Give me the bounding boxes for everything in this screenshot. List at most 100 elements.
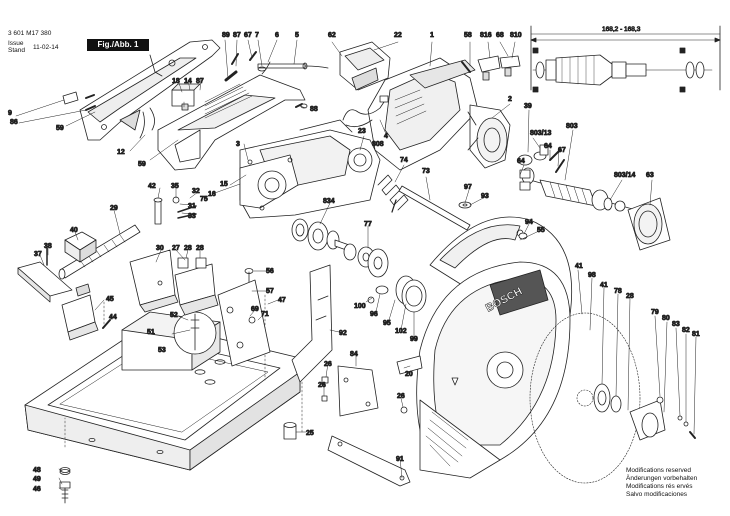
callout-58: 58 [464,32,472,39]
bolt-48-46 [59,467,71,504]
callout-92: 92 [339,330,347,337]
nut-94 [518,232,528,240]
callout-93: 93 [481,193,489,200]
rod-73 [398,185,471,231]
callout-37: 37 [34,251,42,258]
callout-100: 100 [354,303,366,310]
callout-25: 25 [306,430,314,437]
callout-16: 16 [208,191,216,198]
callout-28b: 28 [196,245,204,252]
plate-84 [337,365,379,417]
callout-803-13: 803/13 [530,130,552,137]
threaded-spindle [58,224,141,280]
callout-64a: 64 [544,143,552,150]
callout-26a: 26 [324,361,332,368]
modifications-line: Salvo modificaciones [626,491,688,498]
bracket-92 [291,264,333,383]
cutting-wheel [529,312,641,484]
field-coil-2 [467,104,511,169]
bracket-30 [129,249,179,313]
callout-12: 12 [117,149,125,156]
callout-97: 97 [464,184,472,191]
callout-62: 62 [328,32,336,39]
callout-78: 78 [614,288,622,295]
callout-96: 96 [370,311,378,318]
callout-3: 3 [236,141,240,148]
callout-7: 7 [255,32,259,39]
callout-42: 42 [148,183,156,190]
cover-63 [627,197,671,251]
callout-23: 23 [358,128,366,135]
callout-29: 29 [110,205,118,212]
brush-holders [461,55,521,81]
small-screws-31-33 [177,205,197,219]
callout-803-14: 803/14 [614,172,636,179]
callout-41b: 41 [600,282,608,289]
lower-blade-guard [416,261,571,479]
callout-73: 73 [422,168,430,175]
detail-circle [173,311,217,355]
callout-48: 48 [33,467,41,474]
modifications-line: Änderungen vorbehalten [626,475,698,482]
brush-cover-22 [339,41,391,91]
callout-84: 84 [350,351,358,358]
modifications-line: Modifications reserved [626,467,692,474]
callout-63: 63 [646,172,654,179]
callout-67b: 67 [558,147,566,154]
spring-74 [377,174,409,213]
callout-4: 4 [384,133,388,140]
bracket-27 [174,257,219,316]
callout-46: 46 [33,486,41,493]
callout-33: 33 [188,213,196,220]
callout-77: 77 [364,221,372,228]
callout-39: 39 [524,103,532,110]
callout-9: 9 [8,110,12,117]
callout-67: 67 [244,32,252,39]
callout-18: 18 [172,78,180,85]
callout-27: 27 [172,245,180,252]
callout-69: 69 [251,306,259,313]
callout-64b: 64 [517,158,525,165]
armature-inset [530,25,721,93]
dimension-label: 168,2 - 168,3 [602,26,641,33]
callout-71: 71 [261,311,269,318]
callout-88: 88 [310,106,318,113]
gear-set [291,218,357,261]
callout-87b: 87 [196,78,204,85]
figure-label: Fig./Abb. 1 [87,39,149,51]
stand-label: Stand [8,47,25,54]
callout-94: 94 [525,219,533,226]
handle-shell-left [79,39,221,141]
part-number: 3 601 M17 380 [8,30,52,37]
vise-jaw-45 [61,283,99,341]
callout-59b: 59 [138,161,146,168]
callout-68: 68 [496,32,504,39]
callout-47: 47 [278,297,286,304]
modifications-note: Modifications reserved Änderungen vorbeh… [626,467,697,499]
callout-14: 14 [184,78,192,85]
callout-79: 79 [651,309,659,316]
small-parts-motor [519,144,565,191]
callout-38: 38 [44,243,52,250]
callout-91: 91 [396,456,404,463]
callout-95: 95 [383,320,391,327]
callout-98: 98 [588,272,596,279]
callout-51: 51 [147,329,155,336]
callout-102: 102 [395,328,407,335]
callout-52: 52 [170,312,178,319]
callout-834: 834 [323,198,335,205]
callout-26b: 26 [318,382,326,389]
callout-45: 45 [106,296,114,303]
callout-28a: 28 [184,245,192,252]
washer-97 [458,201,472,209]
callout-810: 810 [510,32,522,39]
lever-37 [17,247,73,303]
small-screws [62,51,308,111]
knob-25 [283,422,297,440]
callout-31: 31 [188,203,196,210]
callout-86: 86 [10,119,18,126]
callout-53: 53 [158,347,166,354]
issue-label: Issue [8,40,24,47]
